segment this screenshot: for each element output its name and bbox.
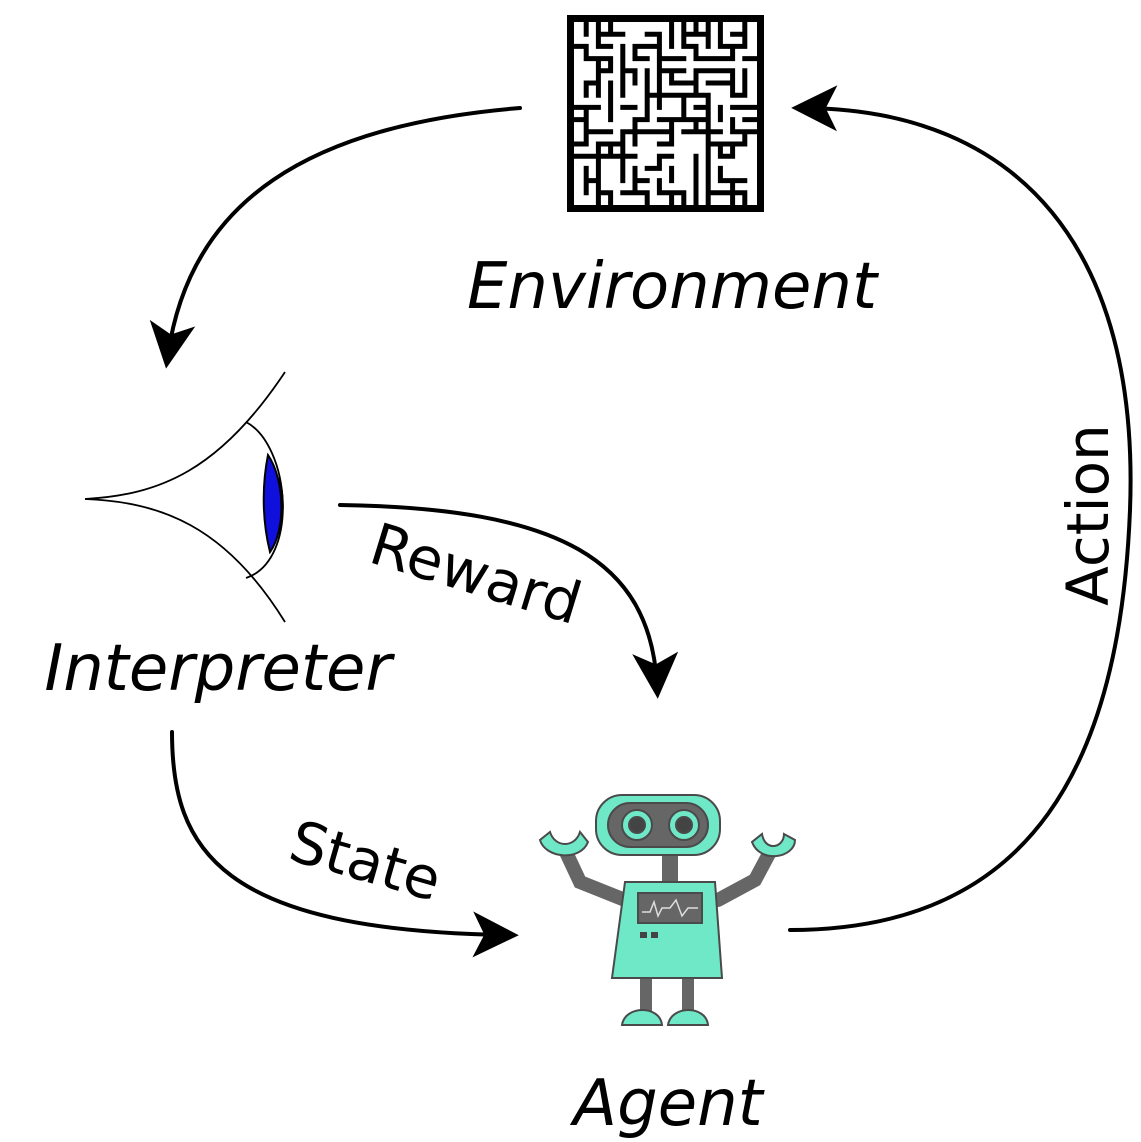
reward-arrow: [338, 503, 679, 699]
action-label: Action: [1054, 424, 1122, 606]
maze-icon: [567, 15, 764, 212]
agent-label: Agent: [569, 1067, 765, 1141]
action-arrow: [788, 85, 1133, 932]
interpreter-label: Interpreter: [44, 632, 395, 706]
state-label: State: [282, 807, 448, 915]
reward-label: Reward: [363, 510, 589, 638]
environment-to-interpreter-arrow: [149, 106, 522, 369]
environment-label: Environment: [467, 250, 880, 324]
eye-icon: [84, 371, 286, 623]
robot-icon: [538, 794, 797, 1026]
state-arrow: [170, 730, 519, 958]
